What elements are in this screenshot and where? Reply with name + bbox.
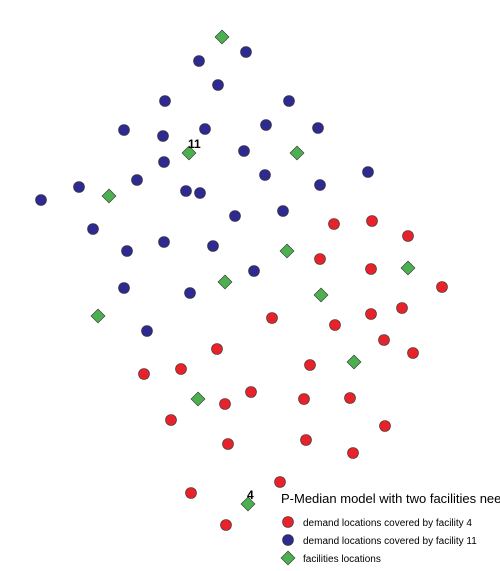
facility-point bbox=[217, 274, 233, 290]
demand-point-facility-4 bbox=[314, 253, 326, 265]
legend-symbol-green-diamond bbox=[280, 550, 296, 566]
demand-point-facility-4 bbox=[344, 392, 356, 404]
demand-point-facility-11 bbox=[87, 223, 99, 235]
facility-point bbox=[279, 243, 295, 259]
demand-point-facility-4 bbox=[379, 420, 391, 432]
facility-point bbox=[90, 308, 106, 324]
demand-point-facility-11 bbox=[260, 119, 272, 131]
demand-point-facility-11 bbox=[248, 265, 260, 277]
demand-point-facility-11 bbox=[118, 124, 130, 136]
demand-point-facility-11 bbox=[184, 287, 196, 299]
demand-point-facility-4 bbox=[219, 398, 231, 410]
demand-point-facility-11 bbox=[180, 185, 192, 197]
demand-point-facility-11 bbox=[159, 95, 171, 107]
demand-point-facility-4 bbox=[347, 447, 359, 459]
demand-point-facility-4 bbox=[211, 343, 223, 355]
demand-point-facility-4 bbox=[407, 347, 419, 359]
demand-point-facility-11 bbox=[157, 130, 169, 142]
demand-point-facility-11 bbox=[259, 169, 271, 181]
legend-label-facility-4: demand locations covered by facility 4 bbox=[303, 518, 472, 529]
demand-point-facility-4 bbox=[165, 414, 177, 426]
facility-point bbox=[400, 260, 416, 276]
demand-point-facility-11 bbox=[240, 46, 252, 58]
demand-point-facility-4 bbox=[436, 281, 448, 293]
demand-point-facility-11 bbox=[199, 123, 211, 135]
demand-point-facility-4 bbox=[396, 302, 408, 314]
demand-point-facility-11 bbox=[141, 325, 153, 337]
demand-point-facility-11 bbox=[158, 156, 170, 168]
facility-label: 11 bbox=[188, 137, 201, 151]
demand-point-facility-4 bbox=[378, 334, 390, 346]
facility-points bbox=[90, 29, 416, 512]
demand-point-facility-11 bbox=[193, 55, 205, 67]
facility-point bbox=[190, 391, 206, 407]
demand-points-facility-4 bbox=[138, 215, 448, 531]
legend-title: P-Median model with two facilities neede… bbox=[281, 491, 500, 506]
demand-point-facility-4 bbox=[402, 230, 414, 242]
demand-point-facility-4 bbox=[304, 359, 316, 371]
demand-point-facility-4 bbox=[300, 434, 312, 446]
legend-label-facility-11: demand locations covered by facility 11 bbox=[303, 536, 477, 547]
demand-point-facility-11 bbox=[212, 79, 224, 91]
legend-symbol-blue-circle bbox=[282, 534, 294, 546]
facility-point bbox=[181, 145, 197, 161]
demand-point-facility-11 bbox=[73, 181, 85, 193]
demand-point-facility-11 bbox=[121, 245, 133, 257]
demand-point-facility-11 bbox=[194, 187, 206, 199]
demand-point-facility-11 bbox=[158, 236, 170, 248]
demand-point-facility-4 bbox=[298, 393, 310, 405]
demand-point-facility-4 bbox=[138, 368, 150, 380]
demand-point-facility-4 bbox=[365, 263, 377, 275]
legend-label-facilities: facilities locations bbox=[303, 554, 381, 565]
demand-point-facility-11 bbox=[283, 95, 295, 107]
demand-point-facility-11 bbox=[362, 166, 374, 178]
facility-point bbox=[346, 354, 362, 370]
demand-point-facility-4 bbox=[274, 476, 286, 488]
demand-point-facility-4 bbox=[222, 438, 234, 450]
demand-point-facility-11 bbox=[131, 174, 143, 186]
demand-point-facility-4 bbox=[329, 319, 341, 331]
demand-point-facility-11 bbox=[118, 282, 130, 294]
demand-point-facility-4 bbox=[220, 519, 232, 531]
facility-point bbox=[214, 29, 230, 45]
demand-point-facility-11 bbox=[207, 240, 219, 252]
demand-point-facility-11 bbox=[277, 205, 289, 217]
demand-point-facility-11 bbox=[35, 194, 47, 206]
facility-labels: 11 4 bbox=[188, 137, 254, 502]
demand-point-facility-11 bbox=[314, 179, 326, 191]
demand-point-facility-4 bbox=[365, 308, 377, 320]
legend-symbol-red-circle bbox=[282, 516, 294, 528]
demand-point-facility-4 bbox=[328, 218, 340, 230]
demand-point-facility-4 bbox=[185, 487, 197, 499]
facility-label: 4 bbox=[247, 488, 254, 502]
demand-point-facility-4 bbox=[366, 215, 378, 227]
demand-point-facility-4 bbox=[266, 312, 278, 324]
map-legend: P-Median model with two facilities neede… bbox=[280, 491, 500, 566]
facility-point bbox=[289, 145, 305, 161]
facility-point bbox=[313, 287, 329, 303]
demand-point-facility-4 bbox=[175, 363, 187, 375]
demand-point-facility-11 bbox=[229, 210, 241, 222]
demand-point-facility-4 bbox=[245, 386, 257, 398]
facility-point bbox=[101, 188, 117, 204]
demand-point-facility-11 bbox=[312, 122, 324, 134]
demand-point-facility-11 bbox=[238, 145, 250, 157]
demand-points-facility-11 bbox=[35, 46, 374, 337]
facility-point bbox=[240, 496, 256, 512]
